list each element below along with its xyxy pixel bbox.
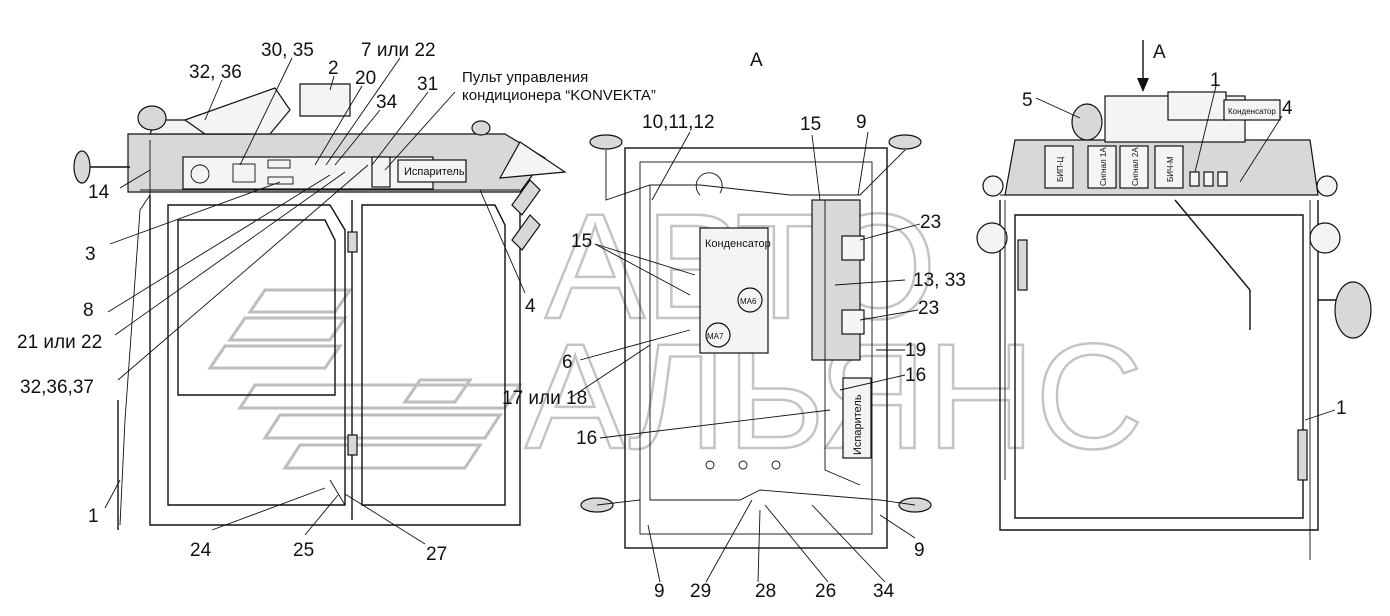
middle-callouts: 10,11,12 15 9 15 23 13, 33 23 6 19 16 17… <box>502 112 966 602</box>
callout-32-36: 32, 36 <box>189 62 242 83</box>
callout-31: 31 <box>417 74 438 95</box>
cab-body <box>149 195 521 526</box>
callout-15-left: 15 <box>571 231 592 252</box>
door-window <box>177 219 336 396</box>
callout-34: 34 <box>376 92 398 113</box>
isparitel-label: Испаритель <box>404 166 465 178</box>
callout-17-or-18: 17 или 18 <box>502 388 587 409</box>
condenser-block <box>299 83 351 117</box>
fan-ma6 <box>737 287 763 313</box>
isparitel-mid-label: Испаритель <box>852 394 864 455</box>
callout-16-right: 16 <box>905 365 926 386</box>
kondensator-mid-label: Конденсатор <box>705 238 771 250</box>
callout-15-top: 15 <box>800 114 821 135</box>
right-front-view: А Конденсатор БИП-Ц Сигнал 1А Сигнал 2А … <box>976 40 1372 560</box>
callout-1-side: 1 <box>1336 398 1347 419</box>
callout-5: 5 <box>1022 90 1033 111</box>
callout-2: 2 <box>328 58 339 79</box>
right-callouts: 5 1 4 1 <box>1022 70 1347 419</box>
callout-3: 3 <box>85 244 96 265</box>
callout-29: 29 <box>690 581 711 602</box>
fan-ma7 <box>705 322 731 348</box>
callout-28: 28 <box>755 581 776 602</box>
block-bich-m <box>1154 145 1184 189</box>
block-signal-1a <box>1087 145 1117 189</box>
mirror-left <box>73 150 91 184</box>
callout-1-top: 1 <box>1210 70 1221 91</box>
callout-14: 14 <box>88 182 110 203</box>
block-signal-2a <box>1119 145 1149 189</box>
callout-26: 26 <box>815 581 836 602</box>
signal-2a-label: Сигнал 2А <box>1131 147 1140 186</box>
callout-23-mid: 23 <box>918 298 939 319</box>
callout-8: 8 <box>83 300 94 321</box>
left-callouts: 30, 35 7 или 22 32, 36 2 20 31 34 14 3 8… <box>17 40 656 565</box>
right-leaders <box>1035 85 1336 421</box>
condenser-box-right <box>1223 99 1281 121</box>
work-lamp-front-right <box>888 134 922 150</box>
front-door <box>167 204 346 506</box>
mirror-right <box>1334 281 1372 339</box>
ma6-label: МА6 <box>740 297 757 306</box>
callout-4-right: 4 <box>1282 98 1293 119</box>
callout-13-33: 13, 33 <box>913 270 966 291</box>
callout-32-36-37: 32,36,37 <box>20 377 94 398</box>
left-leaders <box>104 57 526 545</box>
evaporator-box-left <box>397 159 467 183</box>
kondensator-right-label: Конденсатор <box>1228 107 1276 116</box>
control-panel <box>182 156 434 190</box>
block-bip-ts <box>1044 145 1074 189</box>
callout-21-or-22: 21 или 22 <box>17 332 102 353</box>
callout-19: 19 <box>905 340 926 361</box>
callout-25: 25 <box>293 540 314 561</box>
arrow-a-label: А <box>1153 42 1166 63</box>
callout-9-bottom-right: 9 <box>914 540 925 561</box>
bip-ts-label: БИП-Ц <box>1056 157 1065 182</box>
watermark-logo <box>207 288 523 470</box>
speaker-icon <box>190 164 210 184</box>
work-lamp-front-left <box>589 134 623 150</box>
middle-leaders <box>569 131 921 583</box>
bich-m-label: БИЧ-М <box>1166 156 1175 182</box>
konvekta-note-line2: кондиционера “KONVEKTA” <box>462 87 656 104</box>
ma7-label: МА7 <box>707 332 724 341</box>
callout-27: 27 <box>426 544 447 565</box>
callout-23-top: 23 <box>920 212 941 233</box>
switch-block <box>232 163 256 183</box>
beacon-front <box>1071 103 1103 141</box>
rear-window <box>361 204 506 506</box>
callout-9-top: 9 <box>856 112 867 133</box>
callout-10-11-12: 10,11,12 <box>642 112 715 133</box>
callout-24: 24 <box>190 540 212 561</box>
konvekta-note-line1: Пульт управления <box>462 69 588 86</box>
cab-front-frame <box>999 200 1319 531</box>
evaporator-box-mid <box>842 377 872 459</box>
callout-7-or-22: 7 или 22 <box>361 40 436 61</box>
callout-16-left: 16 <box>576 428 597 449</box>
callout-1-left: 1 <box>88 506 99 527</box>
callout-6: 6 <box>562 352 573 373</box>
callout-9-bottom-left: 9 <box>654 581 665 602</box>
callout-30-35: 30, 35 <box>261 40 314 61</box>
callout-34-bottom: 34 <box>873 581 895 602</box>
left-side-view: Испаритель <box>73 83 567 530</box>
signal-1a-label: Сигнал 1А <box>1099 147 1108 186</box>
beacon-left <box>137 105 167 131</box>
view-label-a: А <box>750 50 763 71</box>
callout-4-left: 4 <box>525 296 536 317</box>
middle-top-view: А Конденсатор МА6 МА7 Испаритель <box>580 50 932 549</box>
callout-20: 20 <box>355 68 376 89</box>
windshield <box>1014 214 1304 519</box>
konvekta-panel <box>371 156 391 188</box>
